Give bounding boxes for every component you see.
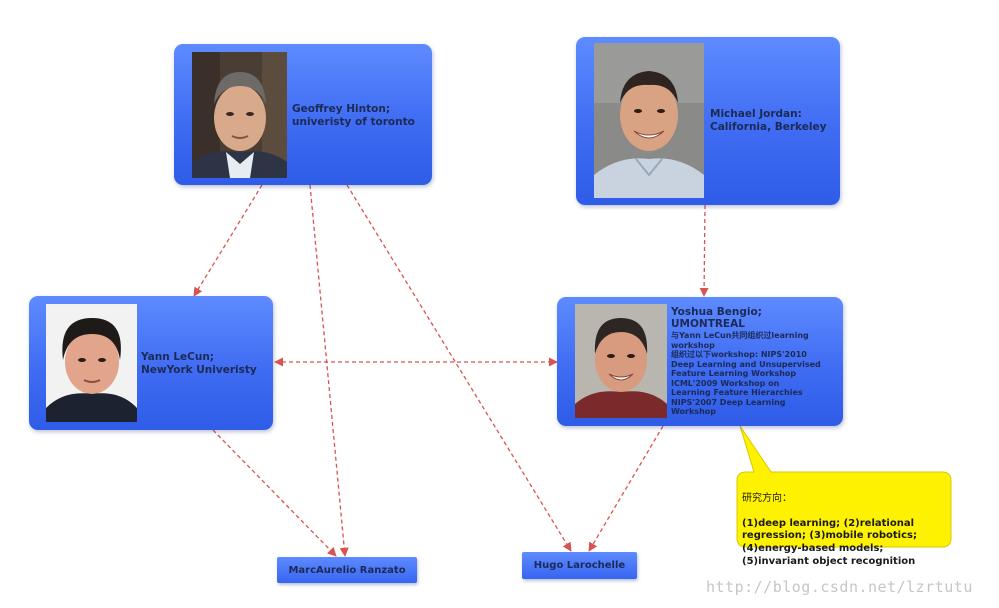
watermark: http://blog.csdn.net/lzrtutu (706, 578, 973, 596)
edge-hinton-ranzato (309, 184, 349, 557)
edge-jordan-bengio (699, 204, 709, 297)
edge-bengio-larochelle (588, 425, 664, 552)
jordan-label: Michael Jordan: California, Berkeley (710, 108, 827, 133)
callout-bubble (736, 425, 952, 548)
edge-hinton-lecun (193, 184, 263, 297)
edge-lecun-ranzato (212, 429, 337, 557)
node-yann-lecun[interactable]: Yann LeCun; NewYork Univeristy (29, 296, 273, 430)
node-marcaurelio-ranzato[interactable]: MarcAurelio Ranzato (277, 557, 417, 583)
node-yoshua-bengio[interactable]: Yoshua Bengio; UMONTREAL 与Yann LeCun共同组织… (557, 297, 843, 426)
edge-hinton-larochelle (346, 184, 572, 552)
bengio-title: Yoshua Bengio; UMONTREAL (671, 306, 762, 330)
bengio-notes: 与Yann LeCun共同组织过learning workshop 组织过以下w… (671, 331, 821, 416)
hinton-photo (192, 52, 287, 178)
hinton-label: Geoffrey Hinton; univeristy of toronto (292, 103, 415, 128)
callout-body: (1)deep learning; (2)relational regressi… (742, 517, 917, 567)
lecun-photo (46, 304, 137, 422)
node-geoffrey-hinton[interactable]: Geoffrey Hinton; univeristy of toronto (174, 44, 432, 185)
jordan-photo (594, 43, 704, 198)
node-michael-jordan[interactable]: Michael Jordan: California, Berkeley (576, 37, 840, 205)
bengio-text: Yoshua Bengio; UMONTREAL 与Yann LeCun共同组织… (671, 306, 839, 417)
lecun-label: Yann LeCun; NewYork Univeristy (141, 351, 257, 376)
callout-title: 研究方向： (742, 492, 792, 504)
node-hugo-larochelle[interactable]: Hugo Larochelle (522, 552, 637, 579)
bengio-photo (575, 304, 667, 418)
research-callout: 研究方向： (1)deep learning; (2)relational re… (742, 480, 948, 581)
